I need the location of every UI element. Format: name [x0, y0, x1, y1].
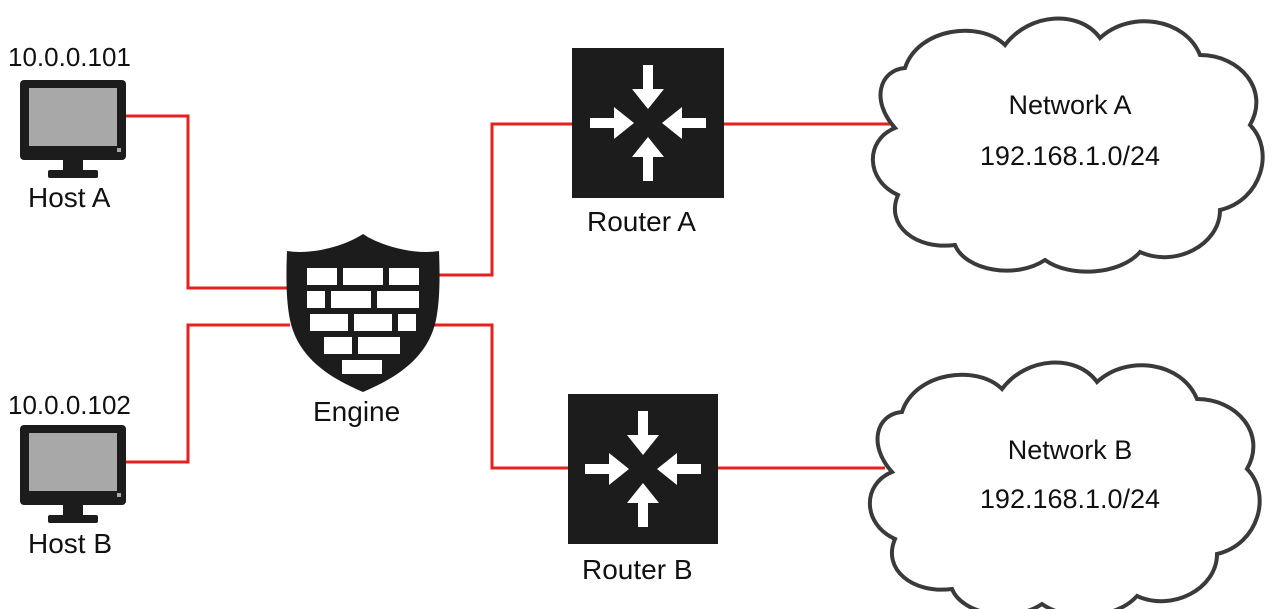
- host-a-name: Host A: [28, 182, 111, 213]
- host-a-ip: 10.0.0.101: [8, 42, 131, 72]
- host-b-ip: 10.0.0.102: [8, 390, 131, 420]
- router-b-icon: [568, 394, 718, 544]
- host-b-name: Host B: [28, 528, 113, 559]
- router-a-label: Router A: [587, 206, 696, 237]
- network-b-name: Network B: [1007, 435, 1133, 465]
- link-engine-routerb: [420, 323, 568, 470]
- network-a-subnet: 192.168.1.0/24: [979, 141, 1161, 171]
- router-b-label: Router B: [582, 554, 693, 585]
- link-engine-routera: [420, 122, 572, 277]
- engine-label: Engine: [313, 396, 401, 427]
- engine-firewall-shield-icon: [286, 234, 440, 392]
- link-hostb-engine: [125, 323, 290, 464]
- host-b-monitor-icon: [20, 425, 126, 523]
- links: [125, 114, 890, 470]
- network-b-cloud-icon: [867, 360, 1262, 609]
- network-a-name: Network A: [1008, 90, 1132, 120]
- network-b-subnet: 192.168.1.0/24: [979, 484, 1161, 514]
- network-a-cloud-icon: [870, 16, 1265, 274]
- link-hosta-engine: [125, 114, 290, 290]
- router-a-icon: [572, 48, 724, 198]
- host-a-monitor-icon: [20, 80, 126, 178]
